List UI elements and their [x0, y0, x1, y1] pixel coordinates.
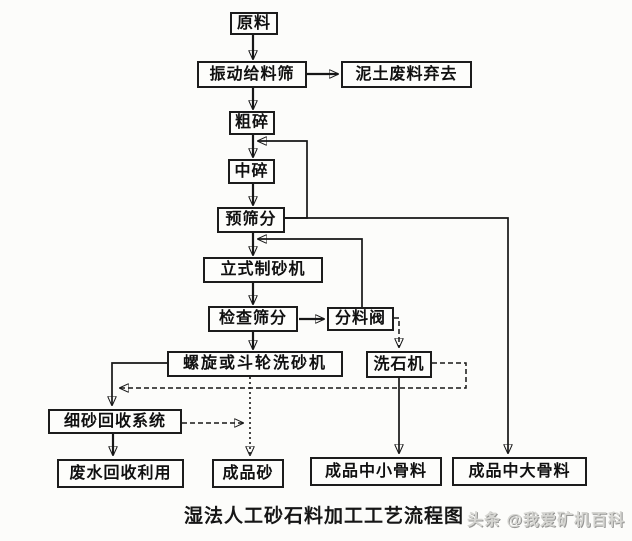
node-coarse-crush: 粗碎: [229, 111, 275, 135]
node-sand-washer: 螺旋或斗轮洗砂机: [167, 351, 343, 377]
node-label: 预筛分: [225, 211, 277, 228]
node-pre-screen: 预筛分: [217, 207, 285, 233]
node-label: 泥土废料弃去: [355, 65, 458, 83]
edge-valve-to-stonewasher: [394, 317, 399, 347]
node-wastewater-reuse: 废水回收利用: [57, 459, 184, 488]
node-label: 成品中小骨料: [324, 462, 427, 480]
node-splitter-valve: 分料阀: [327, 307, 394, 331]
diagram-title: 湿法人工砂石料加工工艺流程图: [183, 506, 464, 527]
node-medium-crush: 中碎: [228, 159, 275, 184]
node-finished-sand: 成品砂: [212, 459, 284, 488]
node-vibrating-feeder: 振动给料筛: [197, 61, 307, 88]
node-label: 原料: [236, 14, 271, 32]
node-label: 细砂回收系统: [63, 412, 166, 430]
edge-valve-feedback: [258, 239, 363, 307]
node-label: 检查筛分: [218, 310, 287, 327]
node-label: 中碎: [234, 162, 269, 180]
node-label: 分料阀: [334, 310, 386, 327]
edge-prescreen-to-largeagg: [285, 217, 508, 453]
node-sand-maker: 立式制砂机: [203, 257, 323, 283]
node-label: 成品中大骨料: [468, 462, 571, 480]
node-stone-washer: 洗石机: [366, 351, 432, 378]
edge-stonewasher-to-recovery: [120, 362, 467, 388]
node-label: 洗石机: [373, 355, 425, 373]
node-label: 废水回收利用: [69, 464, 172, 482]
node-label: 振动给料筛: [209, 65, 295, 83]
node-waste-discard: 泥土废料弃去: [341, 61, 472, 88]
node-label: 粗碎: [234, 114, 269, 131]
node-label: 成品砂: [222, 464, 274, 482]
edge-sandwasher-to-recovery: [112, 362, 167, 405]
node-label: 立式制砂机: [220, 261, 306, 278]
node-check-screen: 检查筛分: [208, 306, 298, 332]
node-label: 螺旋或斗轮洗砂机: [182, 355, 327, 372]
watermark: 头条 @我爱矿机百科: [467, 512, 626, 529]
node-agg-small-medium: 成品中小骨料: [310, 457, 442, 486]
node-raw-material: 原料: [230, 12, 278, 35]
node-fine-sand-recovery: 细砂回收系统: [48, 409, 182, 434]
node-agg-medium-large: 成品中大骨料: [452, 457, 587, 486]
